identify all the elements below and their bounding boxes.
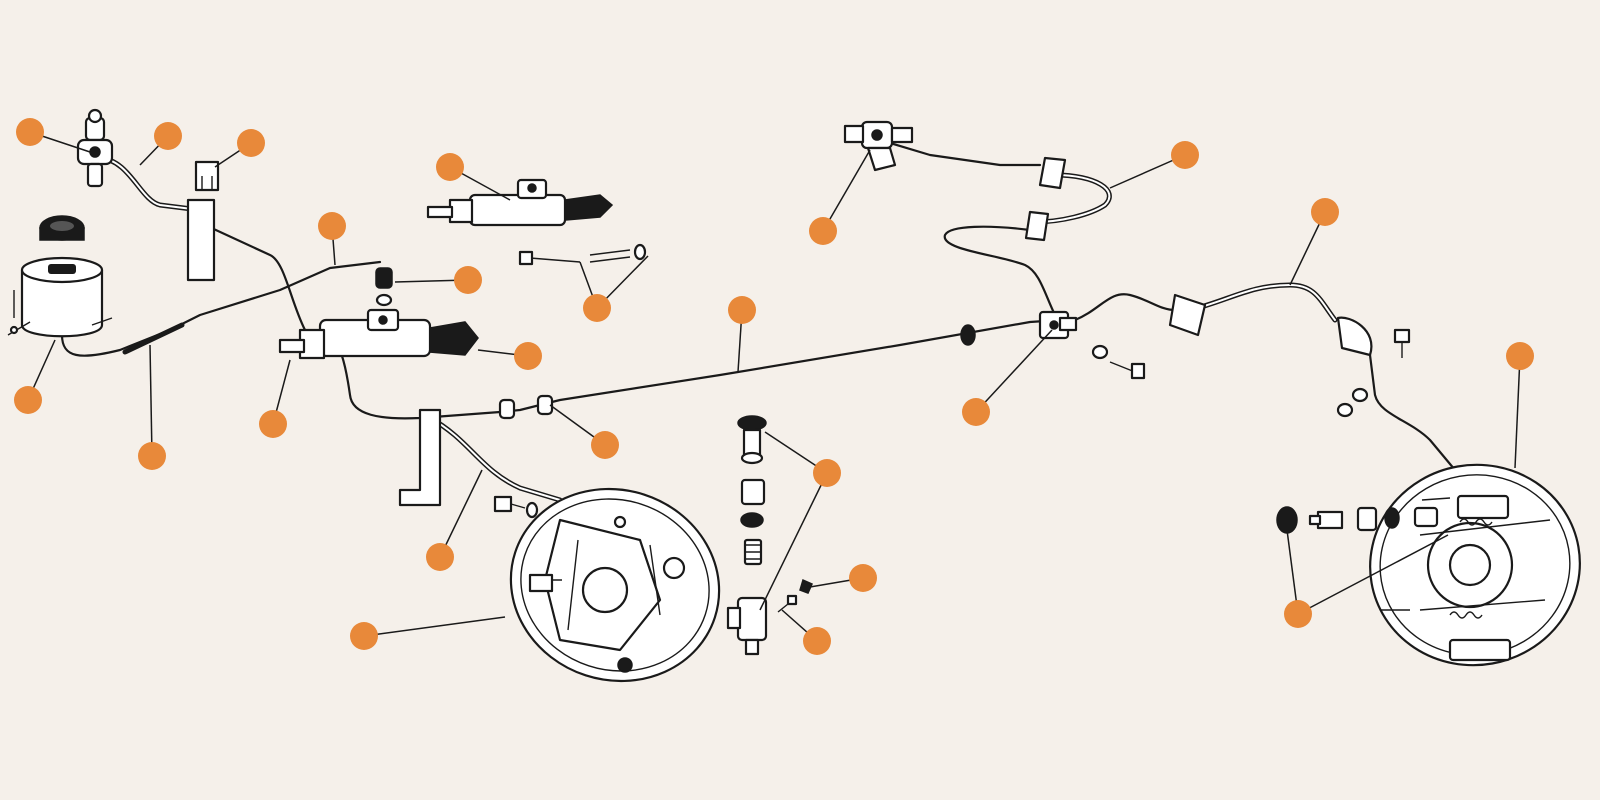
hotspot-hose-clip-upper[interactable]: [154, 122, 182, 150]
hotspot-rear-backplate-assembly[interactable]: [1506, 342, 1534, 370]
clutch-master-cylinder-drawing: [426, 178, 647, 266]
hotspot-layer: [14, 118, 1534, 655]
three-way-union-drawing: [960, 310, 1146, 380]
hotspot-brake-master-cylinder[interactable]: [436, 153, 464, 181]
hotspot-reservoir-pipe[interactable]: [138, 442, 166, 470]
wheel-cylinder-exploded-drawing: [726, 415, 813, 656]
reservoir-drawing: [7, 215, 113, 338]
brake-master-cylinder-drawing: [278, 267, 479, 360]
hotspot-front-flexible-hose[interactable]: [426, 543, 454, 571]
hotspot-retaining-clip[interactable]: [237, 129, 265, 157]
rear-backplate-drawing: [1276, 463, 1581, 667]
hotspot-pipe-reservoir-to-master[interactable]: [318, 212, 346, 240]
hotspot-switch-assembly[interactable]: [259, 410, 287, 438]
rear-hose-union-drawing: [843, 120, 1067, 242]
hotspot-rear-wheel-cylinder-kit[interactable]: [1284, 600, 1312, 628]
hotspot-bleed-nipple-cap[interactable]: [849, 564, 877, 592]
hotspot-bleed-nipple[interactable]: [803, 627, 831, 655]
front-bracket-drawing: [398, 394, 554, 519]
hotspot-clutch-master-cylinder[interactable]: [514, 342, 542, 370]
hotspot-rear-flexible-hose-right[interactable]: [1311, 198, 1339, 226]
hotspot-hose-front-left-upper[interactable]: [16, 118, 44, 146]
front-backplate-drawing: [509, 487, 721, 683]
rear-hose-bracket-drawing: [1168, 293, 1411, 418]
hotspot-rear-three-way-union[interactable]: [962, 398, 990, 426]
hotspot-pipe-union-nut[interactable]: [454, 266, 482, 294]
hotspot-front-backplate-assembly[interactable]: [350, 622, 378, 650]
hotspot-front-wheel-cylinder-seal[interactable]: [813, 459, 841, 487]
hotspot-rear-hose-left[interactable]: [809, 217, 837, 245]
hotspot-reservoir[interactable]: [14, 386, 42, 414]
leader-lines: [27, 131, 1521, 642]
hotspot-rear-hose-right[interactable]: [1171, 141, 1199, 169]
hotspot-main-pipe-front-to-rear[interactable]: [728, 296, 756, 324]
hotspot-bolt-and-washer-set[interactable]: [583, 294, 611, 322]
hotspot-grommet-pair[interactable]: [591, 431, 619, 459]
